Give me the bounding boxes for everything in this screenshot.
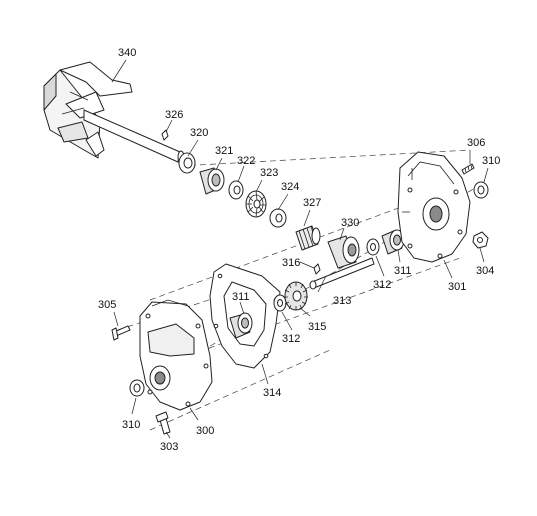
bearing-311-left [229,312,253,339]
label-320: 320 [190,127,208,139]
shaft-313 [309,257,375,290]
bearing-321 [199,167,225,195]
screw-306 [461,163,475,175]
washer-322 [228,180,244,200]
worm-gear-327 [295,225,321,251]
gear-case-half-300 [139,299,213,411]
bearing-sleeve-330 [327,235,360,269]
screw-305 [111,325,131,341]
washer-320 [178,152,196,174]
leader-lines [111,59,489,439]
fitting-310-left [129,379,145,397]
label-306: 306 [467,137,485,149]
spur-gear-315 [284,281,308,311]
key-326 [161,129,169,141]
label-315: 315 [308,321,326,333]
label-304: 304 [476,265,494,277]
key-316 [313,263,321,275]
washer-324 [269,208,287,228]
label-322: 322 [237,155,255,167]
label-310-left: 310 [122,419,140,431]
label-312-right: 312 [373,279,391,291]
label-311-right: 311 [394,265,412,277]
auger-shaft-assembly-340 [43,61,185,164]
screw-303 [155,411,171,435]
label-324: 324 [281,181,299,193]
label-313: 313 [333,295,351,307]
part-labels: 340 326 320 321 322 323 324 327 330 306 … [98,47,500,453]
label-340: 340 [118,47,136,59]
nut-304 [472,231,489,249]
bearing-311-right [381,229,405,255]
label-311-left: 311 [232,291,250,303]
label-314: 314 [263,387,281,399]
label-330: 330 [341,217,359,229]
label-323: 323 [260,167,278,179]
label-301: 301 [448,281,466,293]
thrust-bearing-323 [245,190,267,218]
label-310-right: 310 [482,155,500,167]
gear-case-half-301 [397,151,471,263]
label-326: 326 [165,109,183,121]
label-305: 305 [98,299,116,311]
label-300: 300 [196,425,214,437]
washer-312-right [366,238,380,256]
label-312-left: 312 [282,333,300,345]
label-303: 303 [160,441,178,453]
label-321: 321 [215,145,233,157]
label-316: 316 [282,257,300,269]
label-327: 327 [303,197,321,209]
fitting-310-right [473,181,489,199]
